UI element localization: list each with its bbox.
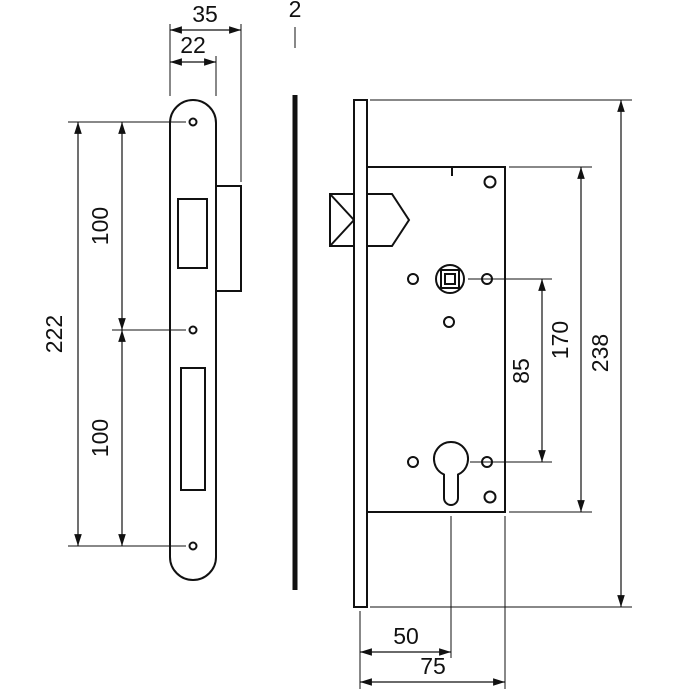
lock-case	[366, 166, 506, 513]
faceplate-front	[353, 99, 368, 608]
euro-cylinder-hole	[433, 441, 469, 506]
latch-bevel-line	[329, 219, 355, 247]
dimension-label-plate-height: 222	[41, 315, 67, 353]
dimension-label-lower-hole-spacing: 100	[87, 419, 113, 457]
screw-hole-top	[188, 117, 198, 127]
latch-cutout	[177, 198, 208, 269]
follower-hub-circle	[435, 264, 465, 294]
lock-body-view	[329, 99, 506, 608]
dimension-label-upper-hole-spacing: 100	[87, 207, 113, 245]
follower-inner-square	[444, 273, 456, 285]
latch-bevel-line	[329, 193, 355, 221]
deadbolt-cutout	[180, 367, 206, 491]
fixing-hole	[443, 316, 455, 328]
latch-bolt-head	[329, 193, 355, 247]
strike-box-extension	[216, 185, 242, 292]
latch-bolt-tail	[366, 193, 411, 247]
follower-square	[440, 269, 460, 289]
dimension-label-case-depth: 75	[420, 653, 446, 679]
fixing-hole	[407, 456, 419, 468]
dimension-label-plate-total-width: 35	[192, 1, 218, 27]
faceplate-edge-view: 2	[289, 0, 302, 590]
dimension-label-backset: 50	[393, 623, 419, 649]
strike-plate-dimensions: 222 100 100 35 22	[41, 1, 242, 547]
dimension-label-plate-face-width: 22	[180, 32, 206, 58]
strike-plate-outline	[169, 99, 217, 581]
screw-hole-middle	[188, 325, 198, 335]
screw-hole-bottom	[188, 541, 198, 551]
dimension-label-hub-to-cylinder: 85	[508, 358, 534, 384]
fixing-hole	[407, 273, 419, 285]
case-screw-hole-bottom	[483, 490, 497, 504]
dimension-label-faceplate-height: 238	[587, 334, 613, 372]
dimension-label-case-height: 170	[547, 321, 573, 359]
case-screw-hole-top	[483, 175, 497, 189]
strike-plate-view	[169, 99, 242, 581]
dimension-label-faceplate-thickness: 2	[289, 0, 302, 22]
lock-body-dimensions: 85 170 238 50 75	[359, 99, 632, 689]
